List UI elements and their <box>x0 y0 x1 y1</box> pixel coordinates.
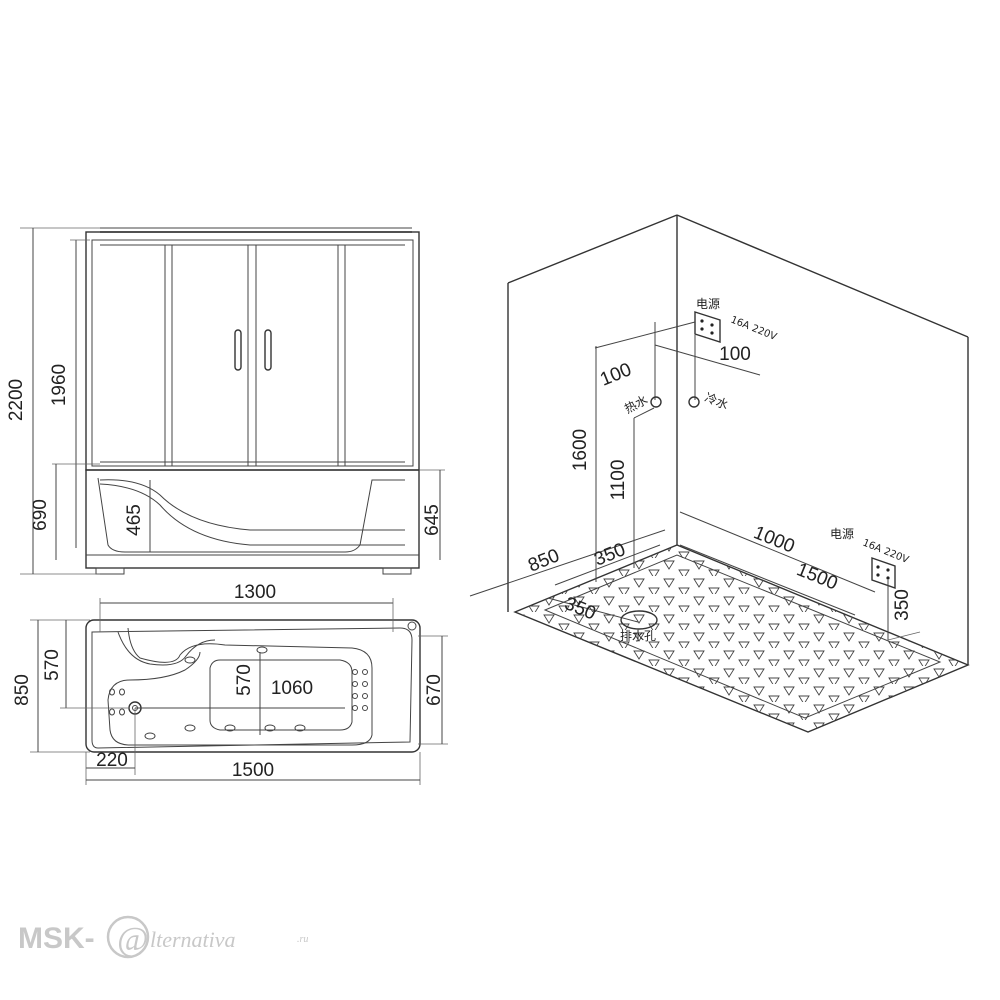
door-handle-right <box>264 329 272 371</box>
dim-offset-drain: 220 <box>96 750 128 771</box>
power-socket-top <box>694 311 721 343</box>
dim-height-seat: 465 <box>124 504 145 536</box>
watermark-at: @ <box>117 921 148 958</box>
dim-height-rim: 645 <box>422 504 443 536</box>
dim-width-bath-area: 570 <box>234 664 255 696</box>
cold-water-label: 冷水 <box>703 390 731 412</box>
dim-offset-left: 100 <box>597 359 634 390</box>
dim-height-cabin: 1960 <box>49 364 70 406</box>
dim-height-total: 2200 <box>6 379 27 421</box>
drain-label: 排水孔 <box>620 629 656 643</box>
power-spec-bottom: 16A 220V <box>861 538 910 566</box>
dim-height-power-bottom: 350 <box>892 589 913 621</box>
power-socket-bottom <box>871 557 896 589</box>
dim-height-water: 1100 <box>608 460 629 501</box>
hot-water-label: 热水 <box>622 393 650 417</box>
watermark-prefix: MSK- <box>18 922 95 955</box>
watermark-logo: MSK- @ lternativa .ru <box>18 915 308 959</box>
dim-length-total: 1500 <box>232 760 274 781</box>
dim-depth-total: 850 <box>525 545 562 576</box>
floor-drain <box>620 610 658 630</box>
watermark-domain: .ru <box>297 934 308 945</box>
door-handle-left <box>234 329 242 371</box>
dim-inner-length: 1300 <box>234 582 276 603</box>
dim-width-total: 850 <box>12 674 33 706</box>
watermark-suffix: lternativa <box>150 927 236 952</box>
power-label-top: 电源 <box>696 297 720 311</box>
dim-width-inner: 570 <box>42 649 63 681</box>
front-view: 2200 1960 690 465 645 <box>6 227 445 575</box>
dim-width-right: 670 <box>424 674 445 706</box>
power-spec-top: 16A 220V <box>729 315 778 343</box>
dim-offset-right: 100 <box>719 344 751 365</box>
dim-length-floor: 1500 <box>794 559 841 594</box>
power-label-bottom: 电源 <box>830 527 854 541</box>
dim-power-wall-offset: 1000 <box>751 522 798 557</box>
hot-water-inlet <box>650 396 662 408</box>
dim-height-tub: 690 <box>30 499 51 531</box>
dim-height-power: 1600 <box>570 429 591 471</box>
cold-water-inlet <box>688 396 700 408</box>
jet-nozzles <box>109 646 368 740</box>
top-view: 1300 850 570 570 1060 670 220 1500 <box>12 582 448 785</box>
room-view: 电源 16A 220V 100 100 热水 冷水 1600 1100 850 … <box>469 214 970 733</box>
dim-length-bath-area: 1060 <box>271 678 313 699</box>
